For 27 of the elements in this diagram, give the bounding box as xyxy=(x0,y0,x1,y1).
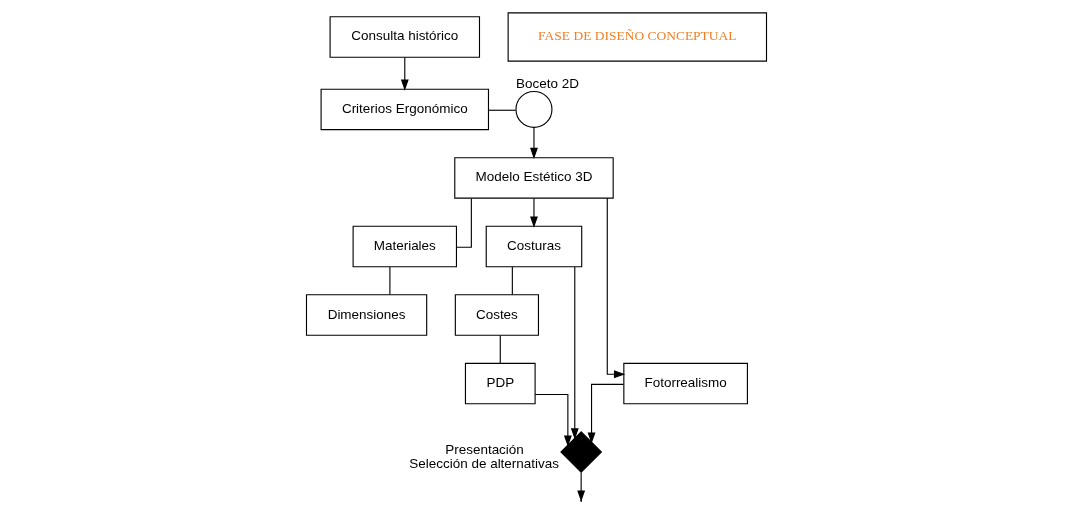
arrow xyxy=(530,126,538,160)
arrow xyxy=(570,266,579,440)
connector xyxy=(389,266,391,295)
node-label: Presentación xyxy=(445,441,524,457)
arrow xyxy=(606,197,626,379)
node-box: FASE DE DISEÑO CONCEPTUAL xyxy=(507,12,768,62)
node-box: Modelo Estético 3D xyxy=(454,157,614,199)
node-box: Criterios Ergonómico xyxy=(320,88,490,131)
node-box: Fotorrealismo xyxy=(623,362,748,405)
node-box: Costes xyxy=(454,294,540,336)
arrow xyxy=(400,57,409,91)
node-box: Dimensiones xyxy=(305,294,428,336)
node-box: Materiales xyxy=(352,225,457,268)
node-circle xyxy=(515,90,553,128)
connector xyxy=(511,266,513,295)
connector xyxy=(456,197,472,248)
node-label: Selección de alternativas xyxy=(409,456,560,472)
arrow xyxy=(530,197,538,228)
connector xyxy=(488,109,517,111)
node-box: Consulta histórico xyxy=(329,16,481,58)
arrow xyxy=(587,383,624,444)
node-box: PDP xyxy=(464,362,536,405)
connector xyxy=(499,335,501,364)
node-box: Costuras xyxy=(485,225,583,268)
arrow xyxy=(577,471,586,502)
node-label: Boceto 2D xyxy=(516,75,579,91)
arrow xyxy=(534,393,572,447)
